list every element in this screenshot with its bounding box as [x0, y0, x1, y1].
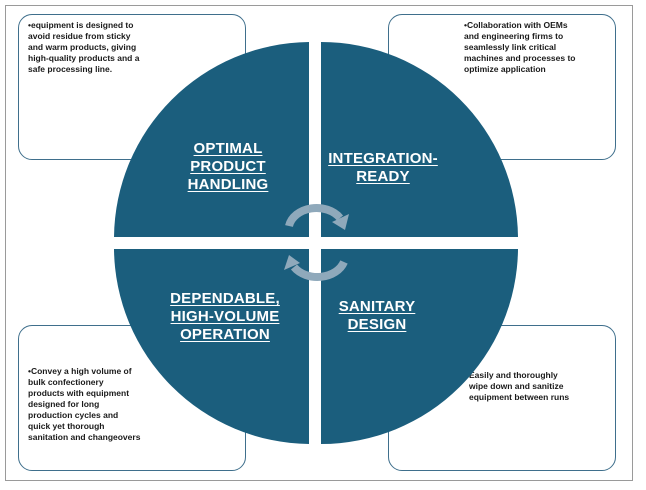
callout-text-bottom-right: Easily and thoroughly wipe down and sani… [469, 370, 570, 402]
quadrant-bottom-left [114, 249, 309, 444]
callout-text-bottom-left: •Convey a high volume of bulk confection… [28, 366, 141, 442]
quadrant-title-optimal-product-handling: OPTIMAL PRODUCT HANDLING [187, 140, 269, 193]
quadrant-title-dependable-high-volume-operation: DEPENDABLE, HIGH-VOLUME OPERATION [170, 290, 280, 343]
quadrant-top-right [321, 42, 518, 237]
quadrant-top-left [114, 42, 309, 237]
quadrant-title-integration-ready: INTEGRATION- READY [328, 150, 438, 185]
callout-text-top-left: •equipment is designed to avoid residue … [28, 20, 140, 74]
wheel-quadrants [114, 42, 518, 445]
quadrant-title-sanitary-design: SANITARY DESIGN [338, 298, 416, 333]
callout-box-top-left: •equipment is designed to avoid residue … [18, 14, 246, 160]
callout-text-top-right: •Collaboration with OEMs and engineering… [464, 20, 576, 74]
cycle-arrows-icon [284, 204, 349, 281]
quadrant-bottom-right [321, 249, 518, 445]
